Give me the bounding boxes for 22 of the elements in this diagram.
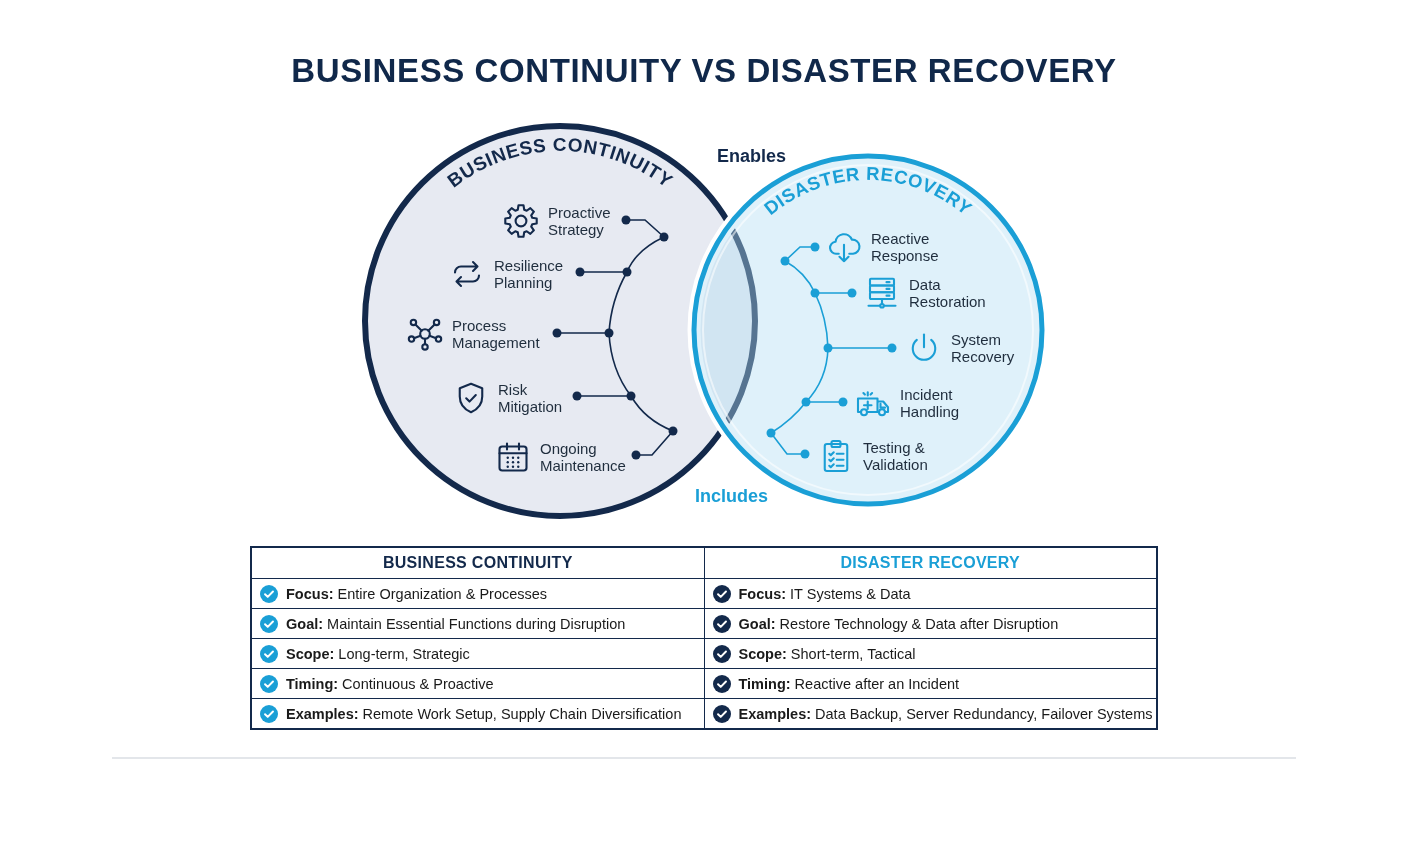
column-header: BUSINESS CONTINUITY — [382, 554, 573, 571]
cell-text: Scope: Long-term, Strategic — [286, 645, 470, 662]
cell-text: Timing: Continuous & Proactive — [286, 675, 494, 692]
item-label: Incident Handling — [900, 386, 961, 420]
cell-text: Timing: Reactive after an Incident — [738, 675, 960, 692]
item-label: Risk Mitigation — [498, 381, 564, 415]
item-label: Process Management — [452, 317, 541, 351]
cell-text: Focus: IT Systems & Data — [738, 585, 911, 602]
cell-text: Goal: Restore Technology & Data after Disruption — [738, 615, 1059, 632]
item-label: Data Restoration — [909, 276, 987, 310]
cell-text: Scope: Short-term, Tactical — [738, 645, 916, 662]
title: BUSINESS CONTINUITY VS DISASTER RECOVERY — [291, 52, 1117, 89]
item-label: System Recovery — [951, 331, 1016, 365]
cell-text: Examples: Remote Work Setup, Supply Chain Diversification — [286, 705, 682, 722]
item-label: Resilience Planning — [494, 257, 565, 291]
cell-text: Examples: Data Backup, Server Redundancy, Failover Systems — [738, 705, 1153, 722]
cell-text: Focus: Entire Organization & Processes — [286, 585, 548, 602]
relation-label: Enables — [717, 146, 787, 167]
item-label: Reactive Response — [871, 230, 940, 264]
cell-text: Goal: Maintain Essential Functions during Disruption — [286, 615, 626, 632]
relation-label: Includes — [695, 486, 769, 507]
column-header: DISASTER RECOVERY — [840, 554, 1021, 571]
